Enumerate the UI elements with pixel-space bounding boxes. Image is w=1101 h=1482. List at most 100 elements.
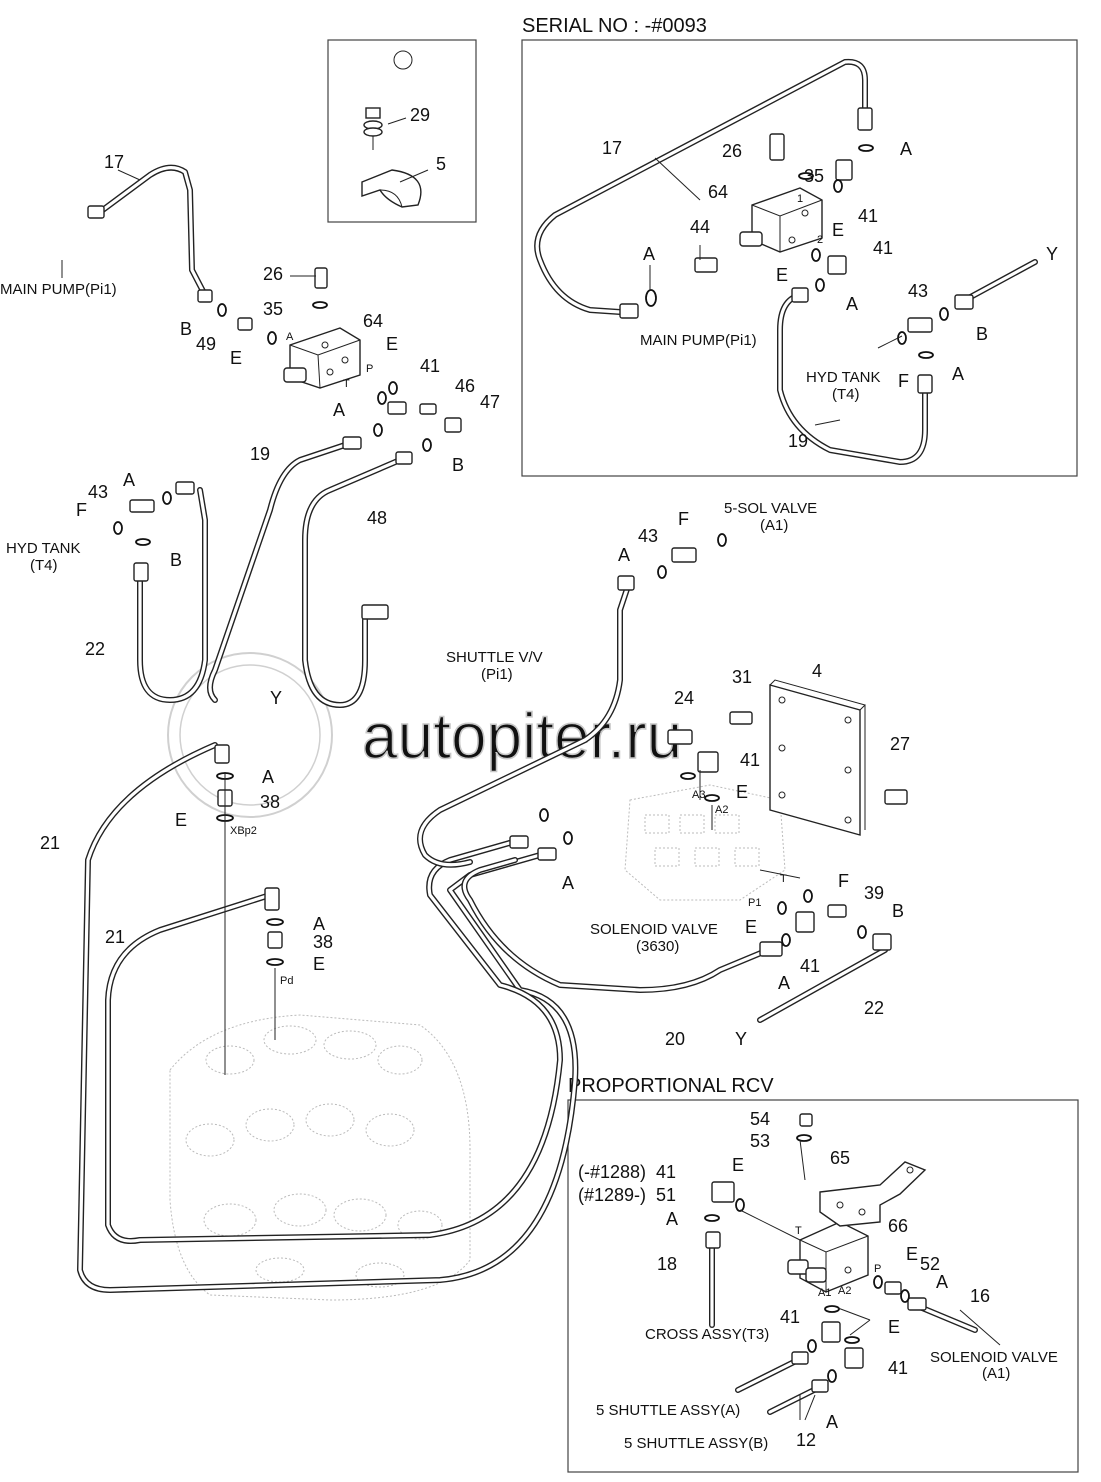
callout-19: 19	[250, 444, 270, 464]
hoses	[77, 164, 888, 1293]
port-XBp2: XBp2	[230, 825, 257, 837]
port-1: 1	[797, 193, 803, 205]
callout-E-1: E	[230, 348, 242, 368]
callout-B-3: B	[170, 550, 182, 570]
port-P-rcv: P	[874, 1263, 881, 1275]
r-callout-66: 66	[888, 1216, 908, 1236]
callout-43-1: 43	[88, 482, 108, 502]
callout-43-2: 43	[638, 526, 658, 546]
port-2: 2	[817, 234, 823, 246]
callout-A-1: A	[333, 400, 345, 420]
pilot-valve-block-64	[283, 327, 361, 389]
watermark-text: autopiter.ru	[362, 700, 682, 772]
callout-A-5: A	[618, 545, 630, 565]
port-A1-rcv: A1	[818, 1287, 831, 1299]
callout-35: 35	[263, 299, 283, 319]
note-t4: (T4)	[30, 557, 58, 574]
s-callout-41-2: 41	[873, 238, 893, 258]
callout-21-2: 21	[105, 927, 125, 947]
callout-4: 4	[812, 661, 822, 681]
proportional-rcv-title: PROPORTIONAL RCV	[568, 1075, 774, 1097]
callout-22-2: 22	[864, 998, 884, 1018]
r-callout-53: 53	[750, 1131, 770, 1151]
callout-24: 24	[674, 688, 694, 708]
r-callout-18: 18	[657, 1254, 677, 1274]
port-T-rcv: T	[795, 1225, 802, 1237]
callout-47: 47	[480, 392, 500, 412]
r-callout-41-3: 41	[888, 1358, 908, 1378]
rcv-inset-callouts: 54 53 65 E (-#1288) 41 (#1289-) 51 A 66 …	[578, 1109, 990, 1450]
port-A2: A2	[715, 804, 728, 816]
port-Pd: Pd	[280, 975, 293, 987]
callout-27: 27	[890, 734, 910, 754]
s-callout-64: 64	[708, 182, 728, 202]
r-note-shuttle-a: 5 SHUTTLE ASSY(A)	[596, 1402, 740, 1419]
r-callout-E-3: E	[888, 1317, 900, 1337]
r-callout-A-2: A	[936, 1272, 948, 1292]
s-callout-43: 43	[908, 281, 928, 301]
s-callout-A-1: A	[900, 139, 912, 159]
callout-21-1: 21	[40, 833, 60, 853]
watermark: autopiter.ru	[167, 652, 683, 818]
note-pi1: (Pi1)	[481, 666, 513, 683]
r-callout-A-3: A	[826, 1412, 838, 1432]
port-T-sv: T	[780, 873, 787, 885]
callout-17: 17	[104, 152, 124, 172]
callout-Y-2: Y	[735, 1029, 747, 1049]
serial-inset: SERIAL NO : -#0093	[521, 15, 1078, 477]
port-A2-rcv: A2	[838, 1285, 851, 1297]
callout-B-4: B	[892, 901, 904, 921]
r-callout-54: 54	[750, 1109, 770, 1129]
callout-E-6: E	[745, 917, 757, 937]
callout-46: 46	[455, 376, 475, 396]
s-callout-26: 26	[722, 141, 742, 161]
port-A3: A3	[692, 789, 705, 801]
serial-number-title: SERIAL NO : -#0093	[522, 15, 707, 37]
callout-38-2: 38	[313, 932, 333, 952]
note-sv-code: (3630)	[636, 938, 679, 955]
plate-4	[769, 679, 866, 836]
callout-39: 39	[864, 883, 884, 903]
r-note-cross-assy: CROSS ASSY(T3)	[645, 1326, 769, 1343]
s-callout-A-3: A	[846, 294, 858, 314]
r-note-a1: (A1)	[982, 1365, 1010, 1382]
r-note-solenoid-valve: SOLENOID VALVE	[930, 1349, 1058, 1366]
connection-notes: MAIN PUMP(Pi1) HYD TANK (T4) SHUTTLE V/V…	[0, 281, 1058, 1452]
r-serial-1288: (-#1288)	[578, 1162, 646, 1182]
callout-A-6: A	[562, 873, 574, 893]
port-T: T	[343, 378, 350, 390]
callout-31: 31	[732, 667, 752, 687]
fittings	[87, 107, 974, 1393]
port-P: P	[366, 363, 373, 375]
rcv-valve-block-66	[787, 1221, 869, 1293]
callout-41-3: 41	[800, 956, 820, 976]
r-callout-16: 16	[970, 1286, 990, 1306]
callout-A-3: A	[262, 767, 274, 787]
callout-22-1: 22	[85, 639, 105, 659]
callout-26: 26	[263, 264, 283, 284]
r-callout-E-1: E	[732, 1155, 744, 1175]
main-control-valve-ghost	[169, 1014, 471, 1301]
port-A: A	[286, 331, 294, 343]
s-callout-35: 35	[804, 166, 824, 186]
r-callout-41-2: 41	[780, 1307, 800, 1327]
callout-A-2: A	[123, 470, 135, 490]
proportional-rcv-inset: PROPORTIONAL RCV	[567, 1075, 1079, 1473]
port-P1: P1	[748, 897, 761, 909]
callout-Y-1: Y	[270, 688, 282, 708]
callout-48: 48	[367, 508, 387, 528]
callout-A-4: A	[313, 914, 325, 934]
r-callout-52: 52	[920, 1254, 940, 1274]
note-a1: (A1)	[760, 517, 788, 534]
rcv-inset-hoses	[709, 1237, 978, 1415]
note-main-pump: MAIN PUMP(Pi1)	[0, 281, 117, 298]
serial-inset-callouts: 17 26 35 64 A 41 E 44 A 41 E A Y 43 B A …	[602, 138, 1058, 451]
r-note-shuttle-b: 5 SHUTTLE ASSY(B)	[624, 1435, 768, 1452]
callout-38-1: 38	[260, 792, 280, 812]
s-note-t4: (T4)	[832, 386, 860, 403]
port-labels: A P T XBp2 Pd A3 A2 T P1 1 2 T P A1 A2	[230, 193, 881, 1299]
s-note-hyd-tank: HYD TANK	[806, 369, 880, 386]
callout-E-3: E	[175, 810, 187, 830]
bracket-65	[819, 1161, 927, 1227]
s-callout-F: F	[898, 371, 909, 391]
